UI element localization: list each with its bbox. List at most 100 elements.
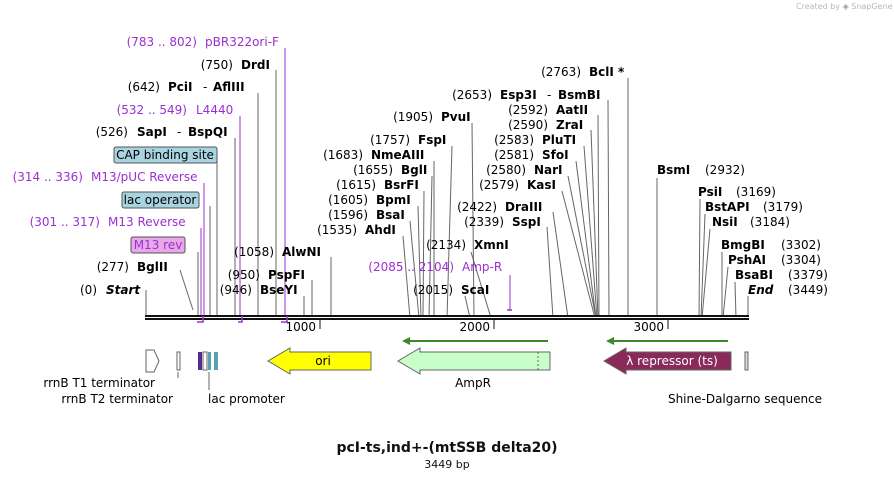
site-lac-operator: lac operator xyxy=(124,193,197,207)
site-aatii: (2592)AatII xyxy=(508,103,588,117)
ampr-arrow xyxy=(397,347,551,375)
lac-operator-mark xyxy=(208,352,211,370)
snapgene-credit: Created by ◈ SnapGene xyxy=(796,2,893,11)
cap-binding-box xyxy=(113,146,218,164)
site-bcli: (2763)BclI * xyxy=(541,65,625,79)
leader-aatii xyxy=(597,114,600,319)
site-nsii: NsiI(3184) xyxy=(712,215,790,229)
m13-feature-mark xyxy=(198,352,202,370)
site-start: (0)Start xyxy=(80,283,141,297)
repressor-label: λ repressor (ts) xyxy=(626,354,718,368)
primer-marks xyxy=(197,309,512,323)
site-pcii: (642)PciI-AflIII xyxy=(128,80,245,94)
feature-labels: rrnB T1 terminator rrnB T2 terminator la… xyxy=(43,376,822,406)
lac-promoter-mark xyxy=(202,351,208,371)
shine-dalgarno-mark xyxy=(744,351,749,371)
site-ahdi: (1535)AhdI xyxy=(317,223,396,237)
site-bglii: (277)BglII xyxy=(97,260,168,274)
lac-operator-box xyxy=(121,191,200,209)
primer-mark-l4440 xyxy=(238,316,243,323)
site-fspi: (1757)FspI xyxy=(370,133,446,147)
leader-bpmi xyxy=(417,205,422,319)
lac-promoter-label: lac promoter xyxy=(208,392,285,406)
rrnb-t1-label: rrnB T1 terminator xyxy=(43,376,155,390)
site-amp-r: (2085 .. 2104)Amp-R xyxy=(368,260,502,274)
leader-bglii xyxy=(179,269,194,311)
ori-label: ori xyxy=(315,354,331,368)
leader-xmni xyxy=(470,251,492,319)
site-sspi: (2339)SspI xyxy=(464,215,541,229)
site-sfoi: (2581)SfoI xyxy=(494,148,568,162)
site-psii: PsiI(3169) xyxy=(698,185,776,199)
site-drdi: (750)DrdI xyxy=(201,58,270,72)
m13-rev-box xyxy=(130,236,186,254)
leader-bgli xyxy=(428,175,433,319)
site-pspfi: (950)PspFI xyxy=(228,268,305,282)
site-m13-rev: M13 rev xyxy=(134,238,183,252)
plasmid-name: pcI-ts,ind+-(mtSSB delta20) xyxy=(336,440,558,456)
site-bsmi: BsmI(2932) xyxy=(657,163,745,177)
site-xmni: (2134)XmnI xyxy=(426,238,509,252)
leader-bstapi xyxy=(700,213,706,319)
site-nmeaiii: (1683)NmeAIII xyxy=(323,148,424,162)
repressor-primer-arrowhead xyxy=(606,337,614,345)
leader-kasi xyxy=(561,190,596,319)
rrnb-t1-terminator-arrow xyxy=(145,349,160,373)
site-cap-binding: CAP binding site xyxy=(116,148,214,162)
leader-sfoi xyxy=(575,160,597,319)
site-bpmi: (1605)BpmI xyxy=(328,193,411,207)
shine-dalgarno-label: Shine-Dalgarno sequence xyxy=(668,392,822,406)
leader-pshai xyxy=(722,266,729,319)
leader-esp3i xyxy=(607,99,610,319)
site-m13puc-reverse: (314 .. 336)M13/pUC Reverse xyxy=(13,170,198,184)
credit-text: Created by xyxy=(796,2,841,11)
site-esp3i: (2653)Esp3I-BsmBI xyxy=(452,88,600,102)
left-site-labels: (783 .. 802)pBR322ori-F (750)DrdI (642)P… xyxy=(13,35,279,297)
site-pluti: (2583)PluTI xyxy=(494,133,576,147)
ori-arrow xyxy=(267,347,372,375)
site-bgli: (1655)BglI xyxy=(353,163,427,177)
ampr-primer-arrowhead xyxy=(402,337,410,345)
leader-bsrfi xyxy=(422,190,425,319)
leader-bsai xyxy=(409,220,420,319)
leader-bsabi xyxy=(734,281,737,319)
snapgene-logo-icon: ◈ xyxy=(842,2,849,11)
leader-scai xyxy=(464,295,471,319)
leader-fspi xyxy=(446,145,453,319)
leader-draiii xyxy=(552,211,569,319)
site-pvui: (1905)PvuI xyxy=(393,110,471,124)
site-bsai: (1596)BsaI xyxy=(328,208,405,222)
ruler-label-1000: 1000 xyxy=(285,320,316,334)
primer-mark-m13 xyxy=(197,316,204,323)
rrnb-t2-terminator-mark xyxy=(176,351,181,371)
leader-nari xyxy=(567,175,597,319)
right-site-labels: (2763)BclI * (2653)Esp3I-BsmBI (2592)Aat… xyxy=(452,65,828,297)
site-pshai: PshAI(3304) xyxy=(728,253,821,267)
plasmid-length: 3449 bp xyxy=(424,458,470,471)
leader-ahdi xyxy=(402,235,411,319)
site-bmgbi: BmgBI(3302) xyxy=(721,238,821,252)
site-m13-reverse: (301 .. 317)M13 Reverse xyxy=(30,215,186,229)
site-bsabi: BsaBI(3379) xyxy=(735,268,828,282)
site-l4440: (532 .. 549)L4440 xyxy=(117,103,234,117)
leader-pluti xyxy=(583,145,598,319)
site-sapi: (526)SapI-BspQI xyxy=(96,125,228,139)
features: ori λ repressor (ts) xyxy=(145,337,749,390)
site-nari: (2580)NarI xyxy=(486,163,562,177)
site-end: End(3449) xyxy=(748,283,828,297)
mid-site-labels: (1058)AlwNI (950)PspFI (946)BseYI (1905)… xyxy=(220,110,509,297)
site-kasi: (2579)KasI xyxy=(479,178,556,192)
ampr-label: AmpR xyxy=(455,376,491,390)
leader-zrai xyxy=(590,129,599,319)
site-pbr322ori-f: (783 .. 802)pBR322ori-F xyxy=(127,35,279,49)
cap-site-mark xyxy=(214,352,218,370)
credit-brand: SnapGene xyxy=(851,2,893,11)
leader-psii xyxy=(698,198,701,319)
leader-sspi xyxy=(546,226,554,319)
rrnb-t2-label: rrnB T2 terminator xyxy=(61,392,173,406)
connector-lines xyxy=(145,48,749,319)
ruler: 1000 2000 3000 xyxy=(285,320,669,334)
ruler-label-2000: 2000 xyxy=(459,320,490,334)
site-scai: (2015)ScaI xyxy=(413,283,489,297)
